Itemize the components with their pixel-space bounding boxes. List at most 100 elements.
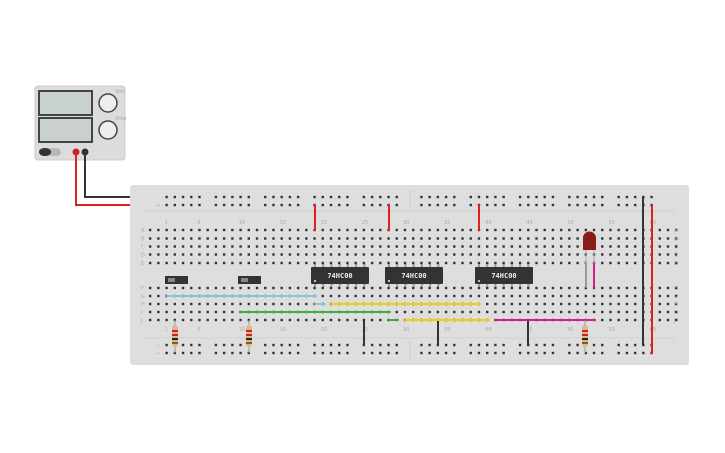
rail-hole[interactable] [518,343,522,347]
breadboard-hole[interactable] [255,302,259,306]
breadboard-hole[interactable] [255,237,259,240]
breadboard-hole[interactable] [444,261,448,265]
breadboard-hole[interactable] [444,286,448,290]
breadboard-hole[interactable] [370,294,374,298]
breadboard-hole[interactable] [584,286,588,290]
breadboard-hole[interactable] [305,245,308,248]
breadboard-hole[interactable] [222,237,226,240]
breadboard-hole[interactable] [214,245,218,248]
rail-hole[interactable] [296,203,300,207]
breadboard-hole[interactable] [206,318,209,322]
rail-hole[interactable] [313,195,316,199]
breadboard-hole[interactable] [395,237,398,240]
breadboard-hole[interactable] [543,310,546,314]
rail-hole[interactable] [584,203,588,207]
breadboard-hole[interactable] [157,228,160,232]
breadboard-hole[interactable] [379,318,382,322]
breadboard-hole[interactable] [633,302,637,306]
breadboard-hole[interactable] [601,302,604,306]
breadboard-hole[interactable] [551,261,555,265]
rail-hole[interactable] [625,195,629,199]
breadboard-hole[interactable] [272,245,275,248]
breadboard-hole[interactable] [231,302,234,306]
breadboard-hole[interactable] [625,286,629,290]
breadboard-hole[interactable] [485,245,489,248]
breadboard-hole[interactable] [625,318,629,322]
breadboard-hole[interactable] [601,253,604,256]
breadboard-hole[interactable] [461,245,464,248]
breadboard-hole[interactable] [214,318,218,322]
breadboard-hole[interactable] [584,228,588,232]
rail-hole[interactable] [576,203,579,207]
breadboard-hole[interactable] [157,261,160,265]
breadboard-hole[interactable] [420,286,423,290]
breadboard-hole[interactable] [502,253,505,256]
breadboard-hole[interactable] [609,310,612,314]
breadboard-hole[interactable] [609,302,612,306]
breadboard-hole[interactable] [403,261,407,265]
breadboard-hole[interactable] [198,302,201,306]
breadboard-hole[interactable] [428,294,431,298]
rail-hole[interactable] [173,195,177,199]
breadboard-hole[interactable] [255,261,259,265]
breadboard-hole[interactable] [305,286,308,290]
breadboard-hole[interactable] [370,286,374,290]
breadboard-hole[interactable] [206,228,209,232]
rail-hole[interactable] [214,351,218,355]
rail-hole[interactable] [650,195,653,199]
rail-hole[interactable] [576,343,579,347]
breadboard-hole[interactable] [148,237,152,240]
breadboard-hole[interactable] [469,253,472,256]
breadboard-hole[interactable] [222,245,226,248]
breadboard-hole[interactable] [617,237,620,240]
breadboard-hole[interactable] [148,302,152,306]
rail-hole[interactable] [485,351,489,355]
chip-74hc00[interactable]: 74HC00 [385,264,443,287]
breadboard-hole[interactable] [239,261,242,265]
breadboard-hole[interactable] [239,253,242,256]
breadboard-hole[interactable] [231,310,234,314]
rail-hole[interactable] [370,203,374,207]
breadboard-hole[interactable] [338,245,341,248]
breadboard-hole[interactable] [420,228,423,232]
breadboard-hole[interactable] [485,237,489,240]
breadboard-hole[interactable] [535,310,538,314]
breadboard-hole[interactable] [617,318,620,322]
breadboard-hole[interactable] [173,228,177,232]
breadboard-hole[interactable] [190,237,193,240]
breadboard-hole[interactable] [675,261,678,265]
breadboard-hole[interactable] [198,318,201,322]
rail-hole[interactable] [527,195,530,199]
breadboard-hole[interactable] [354,294,357,298]
breadboard-hole[interactable] [190,261,193,265]
breadboard-hole[interactable] [469,310,472,314]
rail-hole[interactable] [198,343,201,347]
breadboard-hole[interactable] [477,261,481,265]
rail-hole[interactable] [313,343,316,347]
breadboard-hole[interactable] [609,253,612,256]
breadboard-hole[interactable] [568,228,571,232]
rail-hole[interactable] [551,195,555,199]
rail-hole[interactable] [469,351,472,355]
breadboard-hole[interactable] [551,286,555,290]
breadboard-hole[interactable] [173,245,177,248]
breadboard-hole[interactable] [625,261,629,265]
breadboard-hole[interactable] [510,237,514,240]
breadboard-hole[interactable] [403,253,407,256]
breadboard-hole[interactable] [198,245,201,248]
breadboard-hole[interactable] [157,318,160,322]
breadboard-hole[interactable] [403,228,407,232]
breadboard-hole[interactable] [658,245,661,248]
breadboard-hole[interactable] [181,318,185,322]
breadboard-hole[interactable] [658,318,661,322]
breadboard-hole[interactable] [338,228,341,232]
breadboard-hole[interactable] [165,318,168,322]
breadboard-hole[interactable] [502,302,505,306]
breadboard-hole[interactable] [444,237,448,240]
breadboard-hole[interactable] [239,228,242,232]
breadboard-hole[interactable] [395,253,398,256]
breadboard-hole[interactable] [576,286,579,290]
rail-hole[interactable] [428,343,431,347]
breadboard-hole[interactable] [354,286,357,290]
rail-hole[interactable] [477,351,481,355]
